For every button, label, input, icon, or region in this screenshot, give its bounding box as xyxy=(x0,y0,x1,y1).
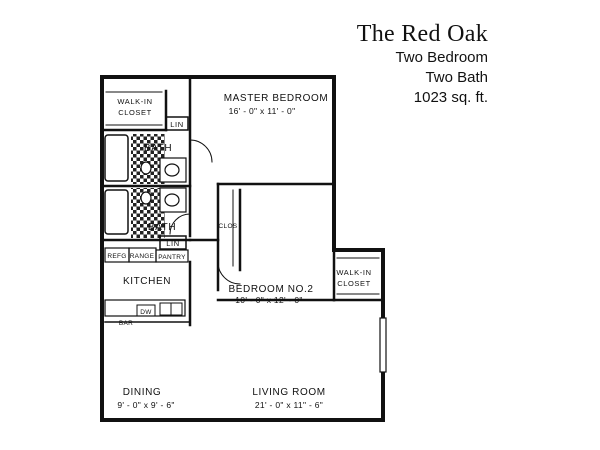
living-room-label: LIVING ROOM xyxy=(252,387,325,398)
bath-floor-tile-upper xyxy=(131,134,165,184)
bathtub-upper xyxy=(104,134,129,182)
range-label: RANGE xyxy=(130,253,155,260)
dining-dims: 9' - 0" x 9' - 6" xyxy=(117,400,174,410)
square-footage: 1023 sq. ft. xyxy=(413,89,488,106)
dining-label: DINING xyxy=(123,387,162,398)
linen-closet-lower xyxy=(159,235,187,250)
dishwasher-label: DW xyxy=(140,309,152,316)
exterior-walls xyxy=(100,75,385,422)
bath-count: Two Bath xyxy=(425,69,488,86)
sliding-door xyxy=(379,317,387,373)
closet-label: CLOS xyxy=(219,223,238,230)
kitchen-label: KITCHEN xyxy=(123,276,171,287)
door-bath xyxy=(169,213,191,235)
walkin-closet-1-line2: CLOSET xyxy=(118,108,152,117)
room-labels: MASTER BEDROOM 16' - 0" x 11' - 0" BEDRO… xyxy=(107,93,371,410)
door-bedroom2 xyxy=(217,261,241,285)
living-room-dims: 21' - 0" x 11" - 6" xyxy=(255,400,323,410)
sink-upper xyxy=(164,163,180,177)
linen-label-2: LIN xyxy=(166,239,179,248)
linen-label-1: LIN xyxy=(170,120,183,129)
pantry-label: PANTRY xyxy=(158,254,186,261)
dishwasher xyxy=(136,304,156,317)
bath-label-2: BATH xyxy=(148,222,176,233)
plan-name: The Red Oak xyxy=(356,21,488,47)
interior-walls xyxy=(100,75,385,327)
bedroom2-dims: 10' - 0" x 12' - 0" xyxy=(235,295,302,305)
plan-title-block: The Red Oak Two Bedroom Two Bath 1023 sq… xyxy=(357,20,488,108)
master-bedroom-dims: 16' - 0" x 11' - 0" xyxy=(229,106,296,116)
linen-closet-upper xyxy=(165,116,189,131)
vanity-lower xyxy=(159,187,187,213)
bar-label: BAR xyxy=(119,320,133,327)
vanity-upper xyxy=(159,157,187,183)
pantry xyxy=(155,249,189,263)
bedroom-count: Two Bedroom xyxy=(395,49,488,66)
bedroom2-label: BEDROOM NO.2 xyxy=(229,284,314,295)
master-bedroom-label: MASTER BEDROOM xyxy=(224,93,329,104)
toilet-lower xyxy=(140,191,152,205)
toilet-upper xyxy=(140,161,152,175)
walkin-closet-2-line2: CLOSET xyxy=(337,279,371,288)
walkin-closet-1-line1: WALK-IN xyxy=(117,97,152,106)
bathtub-lower xyxy=(104,189,129,235)
sink-lower xyxy=(164,193,180,207)
walkin-closet-2-line1: WALK-IN xyxy=(336,268,371,277)
door-master xyxy=(189,139,213,163)
refrigerator-label: REFG xyxy=(107,253,126,260)
bath-label-1: BATH xyxy=(144,143,172,154)
